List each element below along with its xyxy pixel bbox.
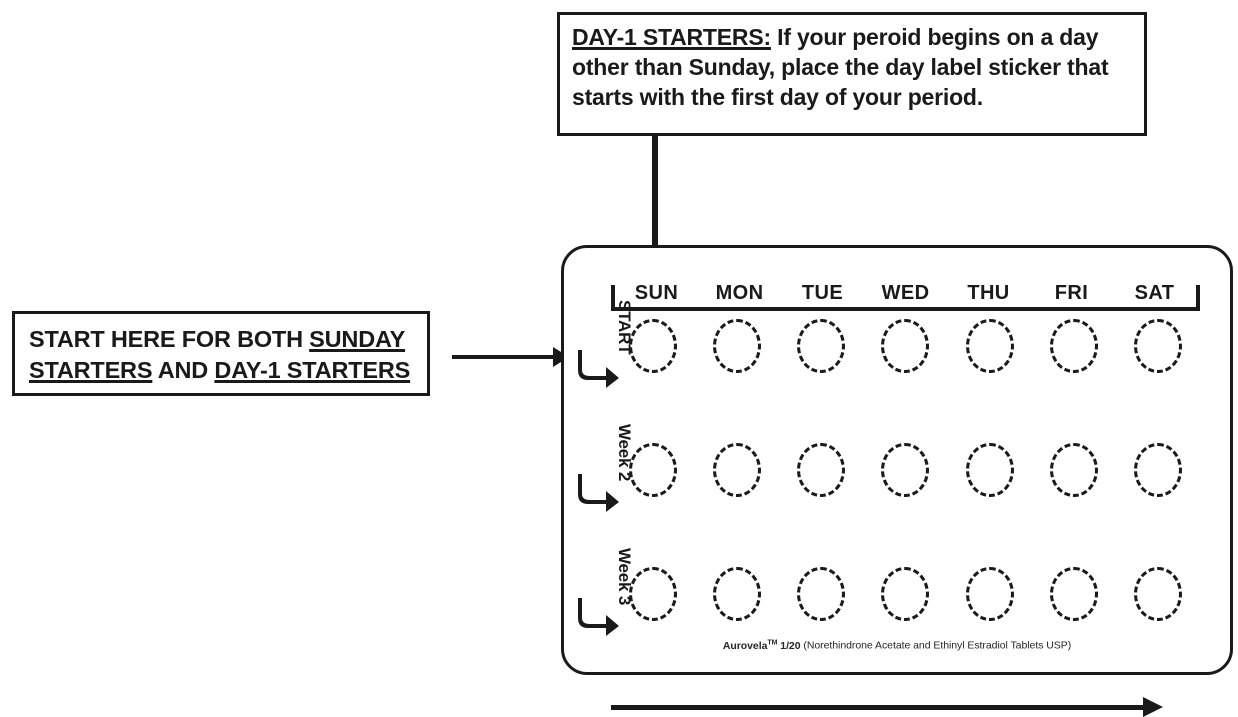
pill-slot[interactable] [948, 319, 1032, 373]
pill-circle-w2-sun[interactable] [629, 443, 678, 497]
pill-slot[interactable] [863, 567, 947, 621]
pill-slot[interactable] [1032, 567, 1116, 621]
day-header-wed: WED [881, 282, 930, 304]
week-marker-start: START [576, 300, 634, 392]
pill-circle-w3-thu[interactable] [965, 567, 1014, 621]
arrow-start-here-to-card-shaft [452, 355, 556, 359]
pill-slot[interactable] [695, 443, 779, 497]
week-row-week2 [611, 440, 1200, 500]
pill-circle-w1-sat[interactable] [1133, 319, 1182, 373]
day-header-tue: TUE [801, 282, 844, 304]
pill-circle-w1-tue[interactable] [797, 319, 846, 373]
week-row-week3 [611, 564, 1200, 624]
product-generic-name: (Norethindrone Acetate and Ethinyl Estra… [800, 639, 1072, 652]
pill-slot[interactable] [611, 443, 695, 497]
pill-slot[interactable] [1116, 443, 1200, 497]
trademark-symbol: TM [767, 639, 778, 646]
day-header-fri: FRI [1054, 282, 1089, 304]
day-header-tick-left [611, 285, 615, 311]
pill-slot[interactable] [863, 443, 947, 497]
day-header-labels: SUN MON TUE WED THU FRI SAT [615, 281, 1196, 307]
pill-slot[interactable] [948, 567, 1032, 621]
pill-circle-w2-wed[interactable] [881, 443, 930, 497]
arrow-day1-to-card-shaft [652, 136, 658, 255]
pill-circle-w1-fri[interactable] [1049, 319, 1098, 373]
pill-slot[interactable] [779, 443, 863, 497]
brand-text: Aurovela [722, 639, 768, 652]
pill-slot[interactable] [948, 443, 1032, 497]
callout-start-part1: START HERE FOR BOTH [29, 326, 310, 352]
pill-circle-w3-tue[interactable] [797, 567, 846, 621]
pill-slot[interactable] [611, 567, 695, 621]
day-header-thu: THU [967, 282, 1010, 304]
product-fine-print: AurovelaTM 1/20 (Norethindrone Acetate a… [564, 639, 1230, 652]
callout-day1-lead: DAY-1 STARTERS: [572, 24, 771, 50]
pill-circle-w2-thu[interactable] [965, 443, 1014, 497]
pill-slot[interactable] [779, 567, 863, 621]
pill-circle-w1-sun[interactable] [629, 319, 678, 373]
pill-circle-w3-fri[interactable] [1049, 567, 1098, 621]
product-strength: 1/20 [777, 639, 801, 652]
day-header-row: SUN MON TUE WED THU FRI SAT [611, 281, 1200, 311]
day-header-tick-right [1196, 285, 1200, 311]
day-header-mon: MON [715, 282, 764, 304]
pill-circle-w2-tue[interactable] [797, 443, 846, 497]
product-brand-name: AurovelaTM 1/20 [722, 639, 801, 652]
day-header-rule [611, 307, 1200, 311]
arrow-progression-head [1143, 697, 1163, 717]
pill-slot[interactable] [1116, 319, 1200, 373]
callout-day1-body: If your peroid begins on a day other tha… [572, 24, 1109, 110]
callout-start-here: START HERE FOR BOTH SUNDAY STARTERS AND … [12, 311, 430, 396]
day-header-sat: SAT [1134, 282, 1175, 304]
callout-day1-starters: DAY-1 STARTERS: If your peroid begins on… [557, 12, 1147, 136]
pill-circle-w1-thu[interactable] [965, 319, 1014, 373]
pill-circle-w2-sat[interactable] [1133, 443, 1182, 497]
week-start-hook-arrow-icon [578, 350, 619, 388]
pill-slot[interactable] [1032, 443, 1116, 497]
week-2-hook-arrow-icon [578, 474, 619, 512]
pill-slot[interactable] [611, 319, 695, 373]
pill-slot[interactable] [1116, 567, 1200, 621]
pill-circle-w2-mon[interactable] [713, 443, 762, 497]
week-row-start [611, 316, 1200, 376]
pill-circle-w1-mon[interactable] [713, 319, 762, 373]
callout-start-part3: AND [152, 356, 215, 383]
pill-circle-w3-sun[interactable] [629, 567, 678, 621]
callout-start-sunday-starters: SUNDAY STARTERS [29, 326, 406, 383]
pill-slot[interactable] [779, 319, 863, 373]
pill-slot[interactable] [695, 567, 779, 621]
pill-slot[interactable] [863, 319, 947, 373]
arrow-progression-shaft [611, 705, 1147, 710]
pill-circle-w2-fri[interactable] [1049, 443, 1098, 497]
week-marker-week2: Week 2 [576, 424, 634, 516]
day-header-sun: SUN [634, 282, 679, 304]
pill-circle-w3-mon[interactable] [713, 567, 762, 621]
week-marker-week3: Week 3 [576, 548, 634, 640]
pill-circle-w3-sat[interactable] [1133, 567, 1182, 621]
pill-circle-w1-wed[interactable] [881, 319, 930, 373]
pill-pack-card: SUN MON TUE WED THU FRI SAT START Week 2 [561, 245, 1233, 675]
callout-start-day1-starters: DAY-1 STARTERS [214, 356, 411, 383]
pill-slot[interactable] [1032, 319, 1116, 373]
pill-slot[interactable] [695, 319, 779, 373]
pill-circle-w3-wed[interactable] [881, 567, 930, 621]
week-3-hook-arrow-icon [578, 598, 619, 636]
